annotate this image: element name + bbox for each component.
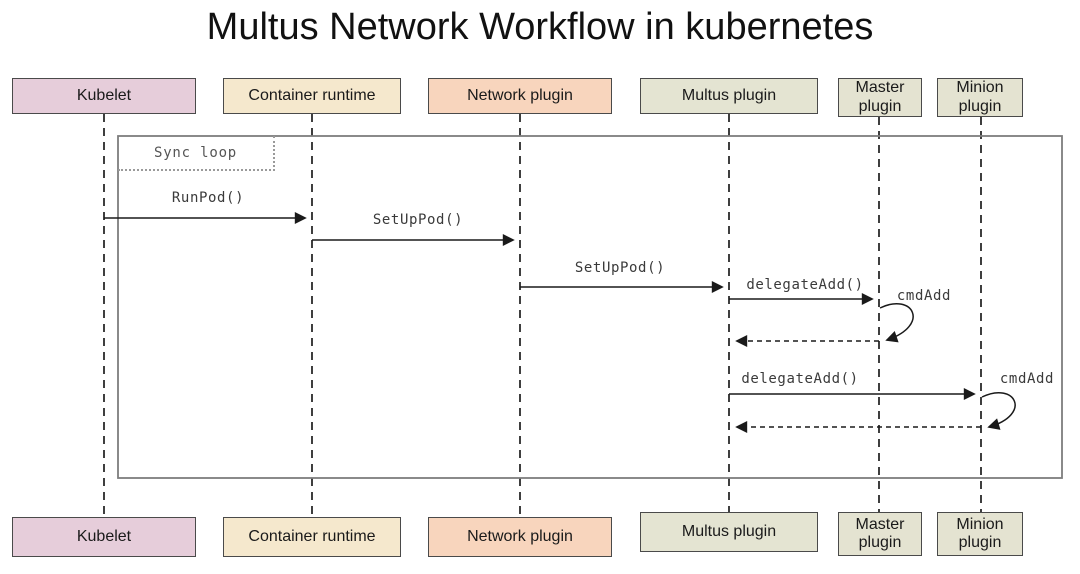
actor-label: Kubelet — [76, 86, 132, 104]
actor-minion-plugin-top: Minion plugin — [937, 78, 1023, 117]
actor-network-plugin-top: Network plugin — [428, 78, 612, 114]
actor-label: Network plugin — [467, 527, 573, 545]
actor-label: Minion plugin — [956, 79, 1004, 115]
actor-network-plugin-bottom: Network plugin — [428, 517, 612, 557]
sync-loop-label: Sync loop — [153, 144, 238, 161]
message-label-setuppod-1: SetUpPod() — [372, 212, 464, 228]
actor-label: Minion plugin — [956, 515, 1004, 551]
actor-label: Multus plugin — [681, 86, 777, 104]
message-label-delegateadd-2: delegateAdd() — [741, 371, 859, 387]
interaction-frame — [117, 135, 1063, 479]
actor-master-plugin-top: Master plugin — [838, 78, 922, 117]
actor-label: Kubelet — [76, 527, 132, 545]
actor-label: Container runtime — [248, 527, 376, 545]
message-label-setuppod-2: SetUpPod() — [574, 260, 666, 276]
actor-label: Master plugin — [855, 79, 905, 115]
actor-multus-plugin-top: Multus plugin — [640, 78, 818, 114]
actor-label: Network plugin — [467, 86, 573, 104]
actor-master-plugin-bottom: Master plugin — [838, 512, 922, 556]
actor-container-runtime-top: Container runtime — [223, 78, 401, 114]
actor-label: Multus plugin — [681, 522, 777, 540]
actor-container-runtime-bottom: Container runtime — [223, 517, 401, 557]
sync-loop-frame: Sync loop — [118, 136, 275, 171]
self-loop-cmdadd-master — [879, 302, 914, 343]
message-label-cmdadd-minion: cmdAdd — [999, 371, 1055, 387]
actor-multus-plugin-bottom: Multus plugin — [640, 512, 818, 552]
message-label-cmdadd-master: cmdAdd — [896, 288, 952, 304]
self-loop-cmdadd-minion — [981, 391, 1016, 430]
message-label-runpod: RunPod() — [171, 190, 245, 206]
diagram-title: Multus Network Workflow in kubernetes — [206, 6, 874, 48]
message-label-delegateadd-1: delegateAdd() — [746, 277, 864, 293]
actor-kubelet-bottom: Kubelet — [12, 517, 196, 557]
actor-label: Container runtime — [248, 86, 376, 104]
actor-kubelet-top: Kubelet — [12, 78, 196, 114]
actor-label: Master plugin — [855, 515, 905, 551]
actor-minion-plugin-bottom: Minion plugin — [937, 512, 1023, 556]
